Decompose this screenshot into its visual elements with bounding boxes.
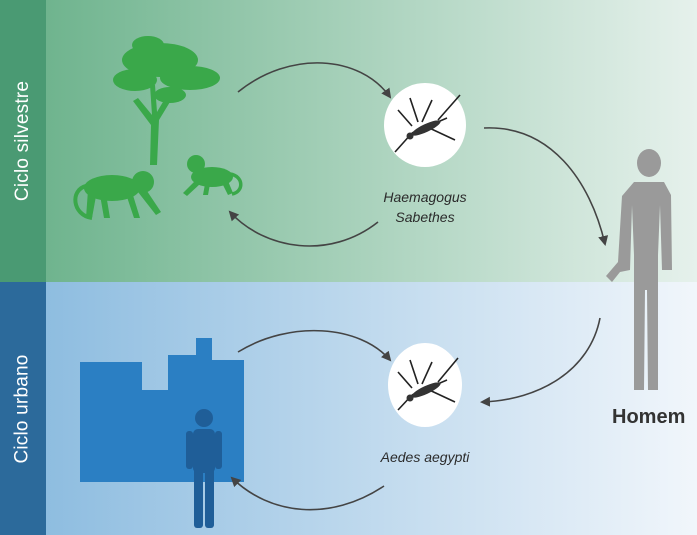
arrow-vector-to-hosts-sylvatic <box>228 210 379 247</box>
vector-genus-2: Sabethes <box>395 209 455 225</box>
mosquito-icon <box>388 343 462 427</box>
urban-sidebar <box>0 282 46 535</box>
sylvatic-sidebar <box>0 0 46 282</box>
sylvatic-cycle-label: Ciclo silvestre <box>12 80 34 202</box>
arrow-city-to-vector-urban <box>237 329 392 362</box>
monkey-icon <box>73 171 161 220</box>
vector-species: Aedes aegypti <box>380 449 470 465</box>
arrow-vector-to-human <box>483 127 609 246</box>
tree-icon <box>113 36 220 165</box>
sylvatic-cycle-label-box: Ciclo silvestre <box>0 0 46 282</box>
human-icon <box>606 149 672 390</box>
monkey-icon <box>183 155 243 196</box>
urban-cycle-label: Ciclo urbano <box>12 353 34 464</box>
arrow-human-to-vector-urban <box>480 317 601 407</box>
sylvatic-vector-label: Haemagogus Sabethes <box>360 187 490 227</box>
human-label: Homem <box>612 406 686 428</box>
vector-genus-1: Haemagogus <box>383 189 467 205</box>
urban-cycle-label-box: Ciclo urbano <box>0 282 46 535</box>
arrow-hosts-to-vector-sylvatic <box>237 62 392 99</box>
person-icon <box>186 409 222 528</box>
arrow-vector-to-city-urban <box>230 476 385 511</box>
mosquito-icon <box>384 83 466 167</box>
urban-vector-label: Aedes aegypti <box>355 447 495 467</box>
